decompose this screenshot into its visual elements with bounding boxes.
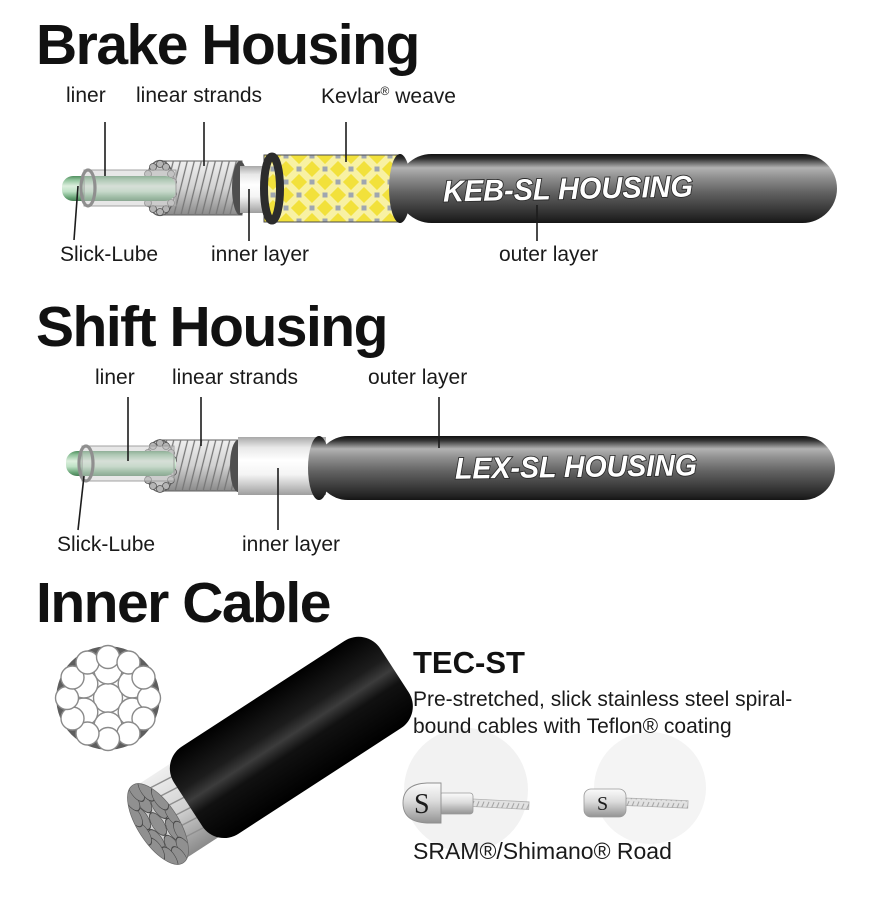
- brake-liner-tube-opening: [79, 168, 97, 208]
- compatibility-label: SRAM®/Shimano® Road: [413, 838, 672, 864]
- shift-label-slick-lube: Slick-Lube: [57, 533, 156, 556]
- brake-collar-ring: [260, 152, 284, 225]
- fitting-left-barrel: [438, 792, 474, 815]
- fitting-right-barrel: [583, 788, 627, 818]
- shift-liner-tube-opening: [77, 444, 95, 483]
- product-description-line1: Pre-stretched, slick stainless steel spi…: [413, 688, 793, 711]
- shift-label-inner-layer: inner layer: [242, 533, 341, 556]
- brake-label-inner-layer: inner layer: [211, 243, 310, 266]
- fitting-left-head: [402, 782, 442, 824]
- fitting-left-s-mark: S: [414, 789, 430, 820]
- brake-outer-layer-edge: [389, 154, 411, 223]
- brake-housing-title: Brake Housing: [36, 13, 420, 77]
- brake-label-liner: liner: [66, 84, 106, 107]
- fitting-right-shadow: [594, 732, 706, 844]
- shift-outer-layer-edge: [308, 436, 330, 500]
- brake-liner-tube: [83, 169, 177, 207]
- brake-label-outer-layer: outer layer: [499, 243, 599, 266]
- shift-slick-lube-leader: [77, 475, 85, 531]
- inner-cable-cross-section: [54, 644, 162, 752]
- inner-cable-3d: [122, 636, 413, 871]
- shift-housing-title: Shift Housing: [36, 295, 388, 359]
- kevlar-word: Kevlar: [321, 85, 381, 108]
- cable-end-fitting-right: S: [583, 788, 689, 818]
- brake-slick-lube-leader: [73, 185, 79, 241]
- brake-outer-layer-tube: [397, 154, 837, 223]
- brake-label-kevlar-weave: Kevlar® weave: [321, 84, 456, 109]
- fitting-left-cable: [472, 798, 530, 810]
- shift-label-linear-strands: linear strands: [172, 366, 299, 389]
- brake-housing-illustration: KEB-SL HOUSING: [62, 152, 837, 225]
- brake-label-linear-strands: linear strands: [136, 84, 263, 107]
- brake-kevlar-weave-section: [263, 154, 399, 223]
- inner-cable-illustration: S S: [54, 636, 706, 871]
- shift-housing-illustration: LEX-SL HOUSING: [66, 436, 835, 500]
- brake-housing-name-text: KEB-SL HOUSING: [443, 170, 694, 208]
- shift-housing-name-text: LEX-SL HOUSING: [455, 449, 697, 485]
- cable-end-fitting-left: S: [402, 782, 530, 824]
- teflon-coating: [169, 636, 413, 839]
- shift-label-outer-layer: outer layer: [368, 366, 468, 389]
- product-description-line2: bound cables with Teflon® coating: [413, 715, 732, 738]
- cross-section-wires: [54, 644, 162, 752]
- shift-outer-layer-tube: [316, 436, 835, 500]
- kevlar-registered-mark: ®: [380, 84, 390, 98]
- product-name: TEC-ST: [413, 645, 525, 680]
- inner-cable-title: Inner Cable: [36, 571, 331, 635]
- brake-label-slick-lube: Slick-Lube: [60, 243, 159, 266]
- kevlar-weave-word: weave: [395, 85, 456, 108]
- leader-lines: [73, 122, 538, 531]
- shift-label-liner: liner: [95, 366, 135, 389]
- fitting-right-s-mark: S: [597, 793, 608, 815]
